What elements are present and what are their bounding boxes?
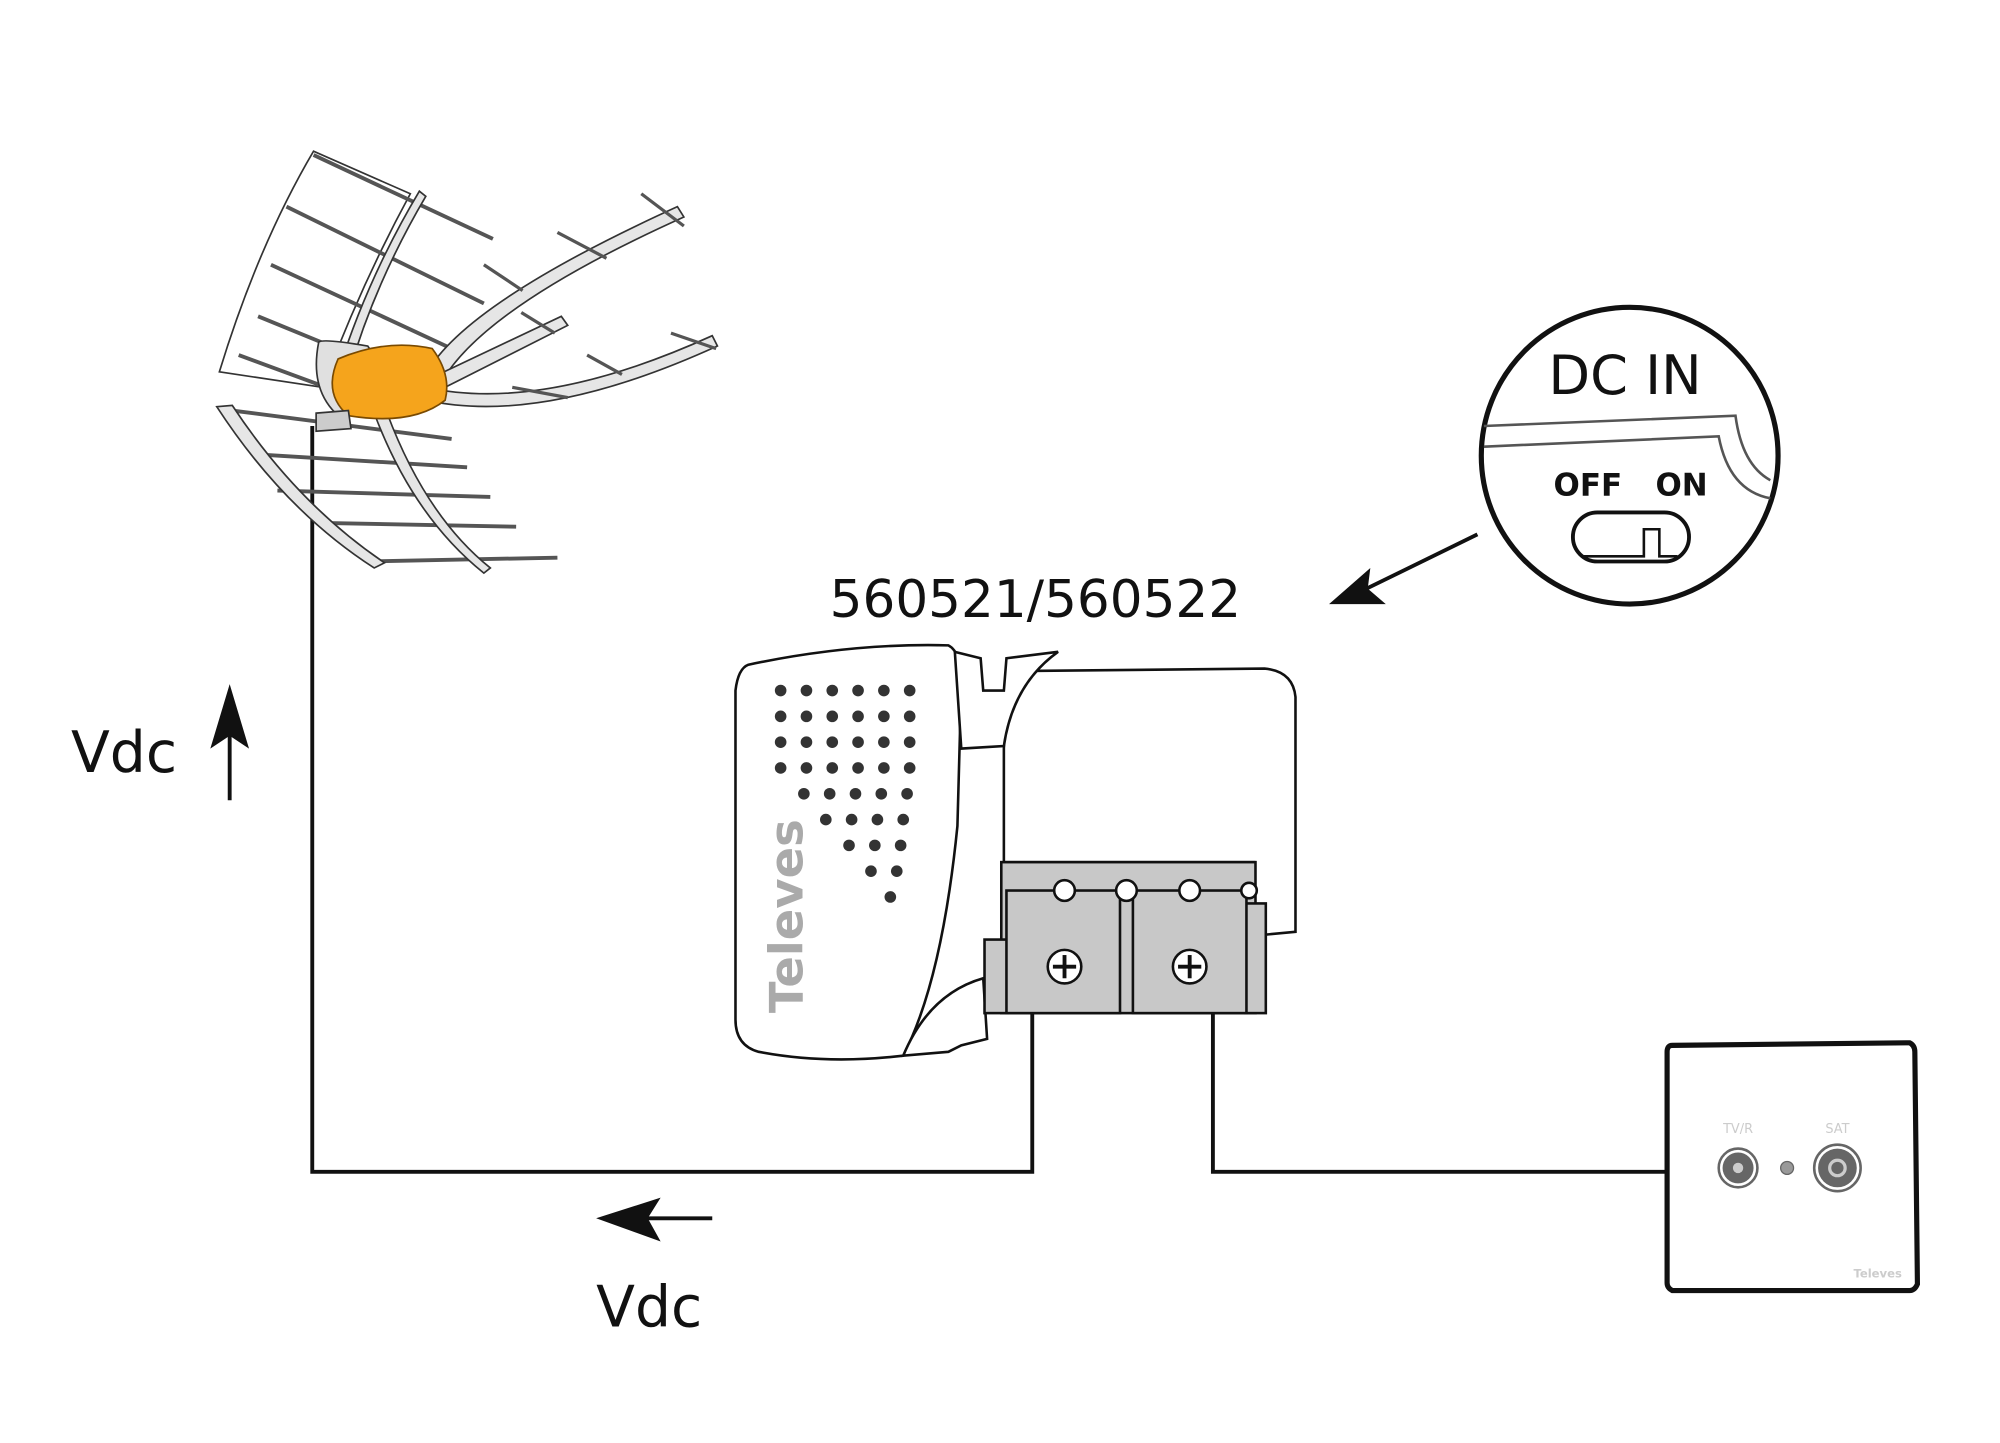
vent-hole xyxy=(901,787,913,800)
vent-hole xyxy=(894,839,907,852)
vent-hole xyxy=(820,813,832,826)
vent-hole xyxy=(878,736,890,748)
vent-hole xyxy=(897,813,910,826)
power-supply-amplifier xyxy=(734,643,1297,1061)
tv-port-label: TV/R xyxy=(1722,1122,1753,1137)
up-arrow-icon xyxy=(210,684,250,801)
vent-hole xyxy=(774,710,787,723)
switch-off-label: OFF xyxy=(1554,468,1623,504)
dc-in-switch[interactable] xyxy=(1570,510,1691,564)
cable-voltage-label: Vdc xyxy=(596,1275,702,1341)
switch-on-label: ON xyxy=(1655,468,1707,504)
vent-hole xyxy=(826,684,839,697)
antenna xyxy=(215,150,719,575)
vent-hole xyxy=(878,762,890,774)
vent-hole xyxy=(826,736,839,748)
vent-hole xyxy=(903,762,916,774)
callout-arrow-icon xyxy=(1329,532,1479,605)
vent-hole xyxy=(865,865,877,877)
screw-icon xyxy=(1046,878,1259,985)
vent-hole xyxy=(852,736,864,748)
vent-hole xyxy=(774,684,787,697)
vent-hole xyxy=(843,839,855,852)
left-arrow-icon xyxy=(596,1197,713,1242)
vent-hole xyxy=(823,787,836,800)
vent-hole xyxy=(800,710,813,723)
vent-hole xyxy=(878,710,890,723)
vent-hole xyxy=(884,891,897,903)
vent-hole xyxy=(800,762,813,774)
sat-port[interactable] xyxy=(1812,1143,1862,1193)
vent-hole xyxy=(826,762,839,774)
vent-hole xyxy=(869,839,881,852)
vent-hole xyxy=(774,736,787,748)
screw-icon xyxy=(1780,1160,1795,1176)
vent-hole xyxy=(826,710,839,723)
vent-hole xyxy=(845,813,858,826)
vent-hole xyxy=(800,684,813,697)
model-label: 560521/560522 xyxy=(830,570,1241,630)
dc-in-callout: DC IN OFF ON xyxy=(1478,304,1781,607)
ventilation-grille xyxy=(774,684,916,903)
antenna-amplifier-body xyxy=(331,344,448,420)
vent-hole xyxy=(798,787,810,800)
socket-brand-logo: Televes xyxy=(1853,1267,1902,1281)
vent-hole xyxy=(800,736,813,748)
antenna-voltage-label: Vdc xyxy=(71,720,177,786)
vent-hole xyxy=(903,684,916,697)
vent-hole xyxy=(852,684,864,697)
vent-hole xyxy=(774,762,787,774)
amplifier-brand-logo: Televes xyxy=(760,819,814,1013)
output-cable xyxy=(1210,1013,1668,1174)
vent-hole xyxy=(903,710,916,723)
vent-hole xyxy=(890,865,903,877)
vent-hole xyxy=(871,813,884,826)
antenna-cable xyxy=(310,426,1035,1174)
tv-port[interactable] xyxy=(1717,1147,1759,1189)
vent-hole xyxy=(849,787,862,800)
vent-hole xyxy=(875,787,888,800)
wall-socket: TV/R SAT Televes xyxy=(1664,1040,1921,1294)
callout-title: DC IN xyxy=(1548,344,1701,407)
vent-hole xyxy=(903,736,916,748)
vent-hole xyxy=(852,762,864,774)
vent-hole xyxy=(852,710,864,723)
vent-hole xyxy=(878,684,890,697)
sat-port-label: SAT xyxy=(1825,1122,1849,1137)
